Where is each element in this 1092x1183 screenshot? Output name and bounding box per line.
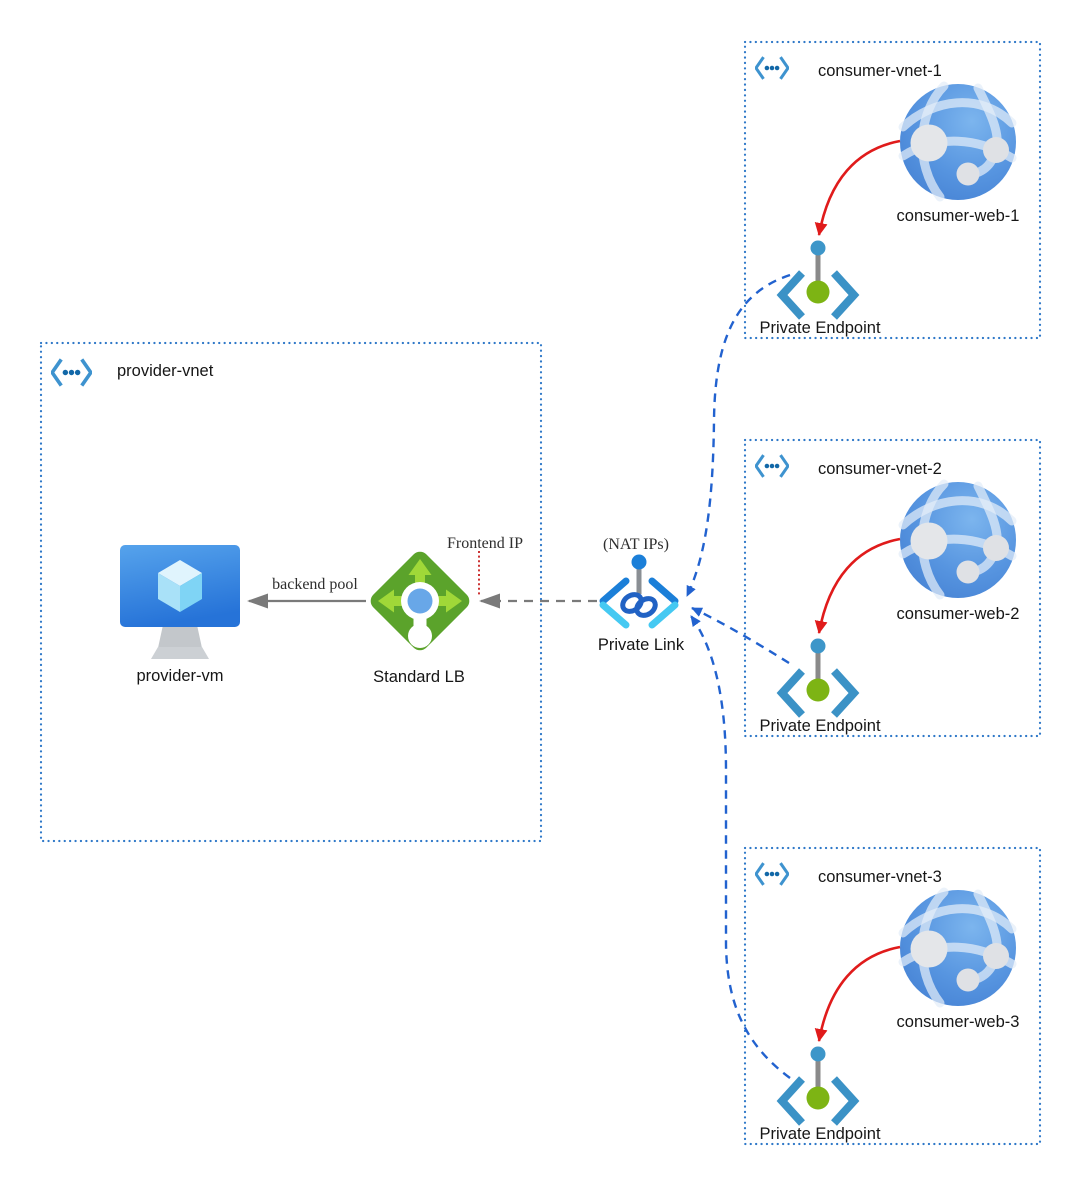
endpoint1-to-privatelink-flow [685, 273, 791, 597]
consumer-vnet-3-graphics [756, 863, 1016, 1123]
consumer-web-2-label: consumer-web-2 [896, 605, 1020, 623]
backend-pool-label: backend pool [272, 576, 358, 593]
consumer-web-3-label: consumer-web-3 [896, 1013, 1020, 1031]
load-balancer-icon [370, 551, 470, 651]
consumer-vnet-1-border [743, 40, 1042, 340]
provider-vnet-border [39, 341, 543, 843]
consumer-vnet-3-border [743, 846, 1042, 1146]
consumer-vnet-2-border [743, 438, 1042, 738]
provider-vnet-label: provider-vnet [117, 362, 214, 380]
vnet-icon [51, 358, 92, 387]
private-endpoint-3-label: Private Endpoint [759, 1125, 881, 1143]
consumer-web-1-label: consumer-web-1 [896, 207, 1020, 225]
nat-ips-label: (NAT IPs) [603, 536, 669, 553]
private-endpoint-1-label: Private Endpoint [759, 319, 881, 337]
private-link-icon [599, 554, 679, 629]
endpoint2-to-privatelink-flow [691, 606, 790, 665]
endpoint3-to-privatelink-flow [690, 615, 791, 1079]
standard-lb-label: Standard LB [373, 668, 465, 686]
consumer-vnet-2-label: consumer-vnet-2 [818, 460, 942, 478]
private-link-label: Private Link [597, 636, 685, 654]
consumer-vnet-2-graphics [756, 455, 1016, 715]
consumer-vnet-1-graphics [756, 57, 1016, 317]
consumer-vnet-1-label: consumer-vnet-1 [818, 62, 942, 80]
provider-vm-label: provider-vm [136, 667, 224, 685]
private-endpoint-2-label: Private Endpoint [759, 717, 881, 735]
virtual-machine-icon [120, 545, 240, 659]
frontend-ip-label: Frontend IP [447, 535, 523, 552]
consumer-vnet-3-label: consumer-vnet-3 [818, 868, 942, 886]
